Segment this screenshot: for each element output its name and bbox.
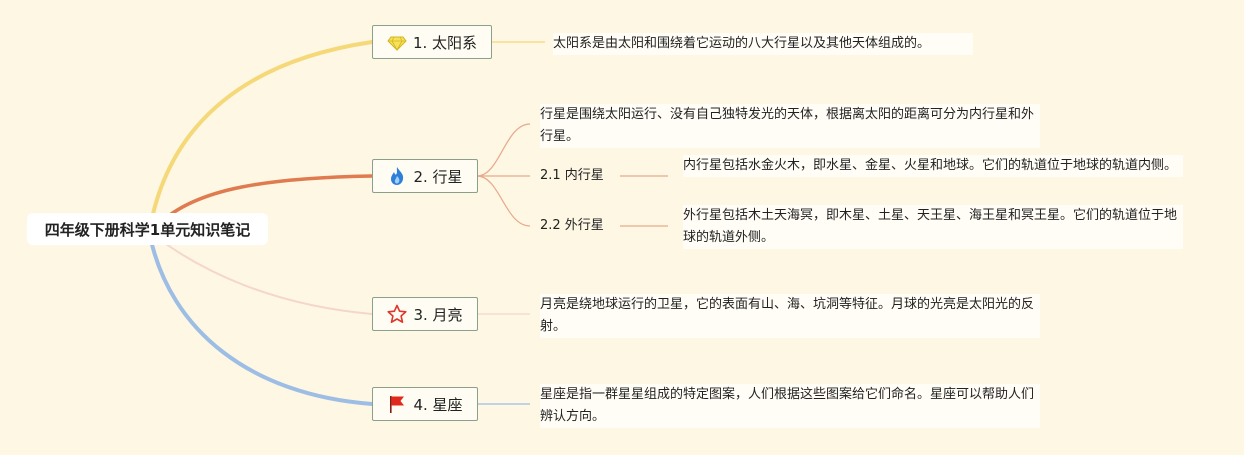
topic-label: 4. 星座	[413, 395, 463, 414]
note-solar-system: 太阳系是由太阳和围绕着它运动的八大行星以及其他天体组成的。	[553, 33, 973, 55]
subbranch-line-planet-note	[476, 123, 531, 177]
topic-moon[interactable]: 3. 月亮	[372, 297, 478, 331]
subbranch-line-outer	[476, 175, 531, 227]
red-flag-icon	[387, 394, 407, 414]
branch-line-solar-system	[148, 40, 374, 230]
topic-label: 2. 行星	[413, 167, 463, 186]
note-text: 内行星包括水金火木，即水星、金星、火星和地球。它们的轨道位于地球的轨道内侧。	[683, 158, 1178, 173]
note-outer-planets: 外行星包括木土天海冥，即木星、土星、天王星、海王星和冥王星。它们的轨道位于地球的…	[683, 205, 1183, 249]
subtopic-inner-planets[interactable]: 2.1 内行星	[540, 166, 604, 186]
note-planets: 行星是围绕太阳运行、没有自己独特发光的天体，根据离太阳的距离可分为内行星和外行星…	[540, 104, 1040, 148]
note-text: 行星是围绕太阳运行、没有自己独特发光的天体，根据离太阳的距离可分为内行星和外行星…	[540, 107, 1035, 144]
note-text: 星座是指一群星星组成的特定图案，人们根据这些图案给它们命名。星座可以帮助人们辨认…	[540, 387, 1035, 424]
branch-line-moon	[154, 235, 373, 315]
topic-constellation[interactable]: 4. 星座	[372, 387, 478, 421]
topic-solar-system[interactable]: 1. 太阳系	[372, 25, 492, 59]
central-topic[interactable]: 四年级下册科学1单元知识笔记	[27, 213, 268, 245]
note-moon: 月亮是绕地球运行的卫星，它的表面有山、海、坑洞等特征。月球的光亮是太阳光的反射。	[540, 294, 1040, 338]
note-inner-planets: 内行星包括水金火木，即水星、金星、火星和地球。它们的轨道位于地球的轨道内侧。	[683, 155, 1183, 177]
note-text: 月亮是绕地球运行的卫星，它的表面有山、海、坑洞等特征。月球的光亮是太阳光的反射。	[540, 297, 1035, 334]
note-constellation: 星座是指一群星星组成的特定图案，人们根据这些图案给它们命名。星座可以帮助人们辨认…	[540, 384, 1040, 428]
subtopic-label: 2.2 外行星	[540, 218, 604, 233]
branch-line-constellation	[148, 234, 374, 406]
diamond-icon	[387, 32, 407, 52]
central-topic-label: 四年级下册科学1单元知识笔记	[44, 220, 251, 239]
note-text: 太阳系是由太阳和围绕着它运动的八大行星以及其他天体组成的。	[553, 36, 931, 51]
topic-label: 3. 月亮	[413, 305, 463, 324]
star-outline-icon	[387, 304, 408, 324]
subtopic-label: 2.1 内行星	[540, 168, 604, 183]
fire-icon	[387, 166, 407, 186]
subtopic-outer-planets[interactable]: 2.2 外行星	[540, 216, 604, 236]
note-text: 外行星包括木土天海冥，即木星、土星、天王星、海王星和冥王星。它们的轨道位于地球的…	[683, 208, 1178, 245]
topic-label: 1. 太阳系	[412, 33, 478, 52]
topic-planets[interactable]: 2. 行星	[372, 159, 478, 193]
